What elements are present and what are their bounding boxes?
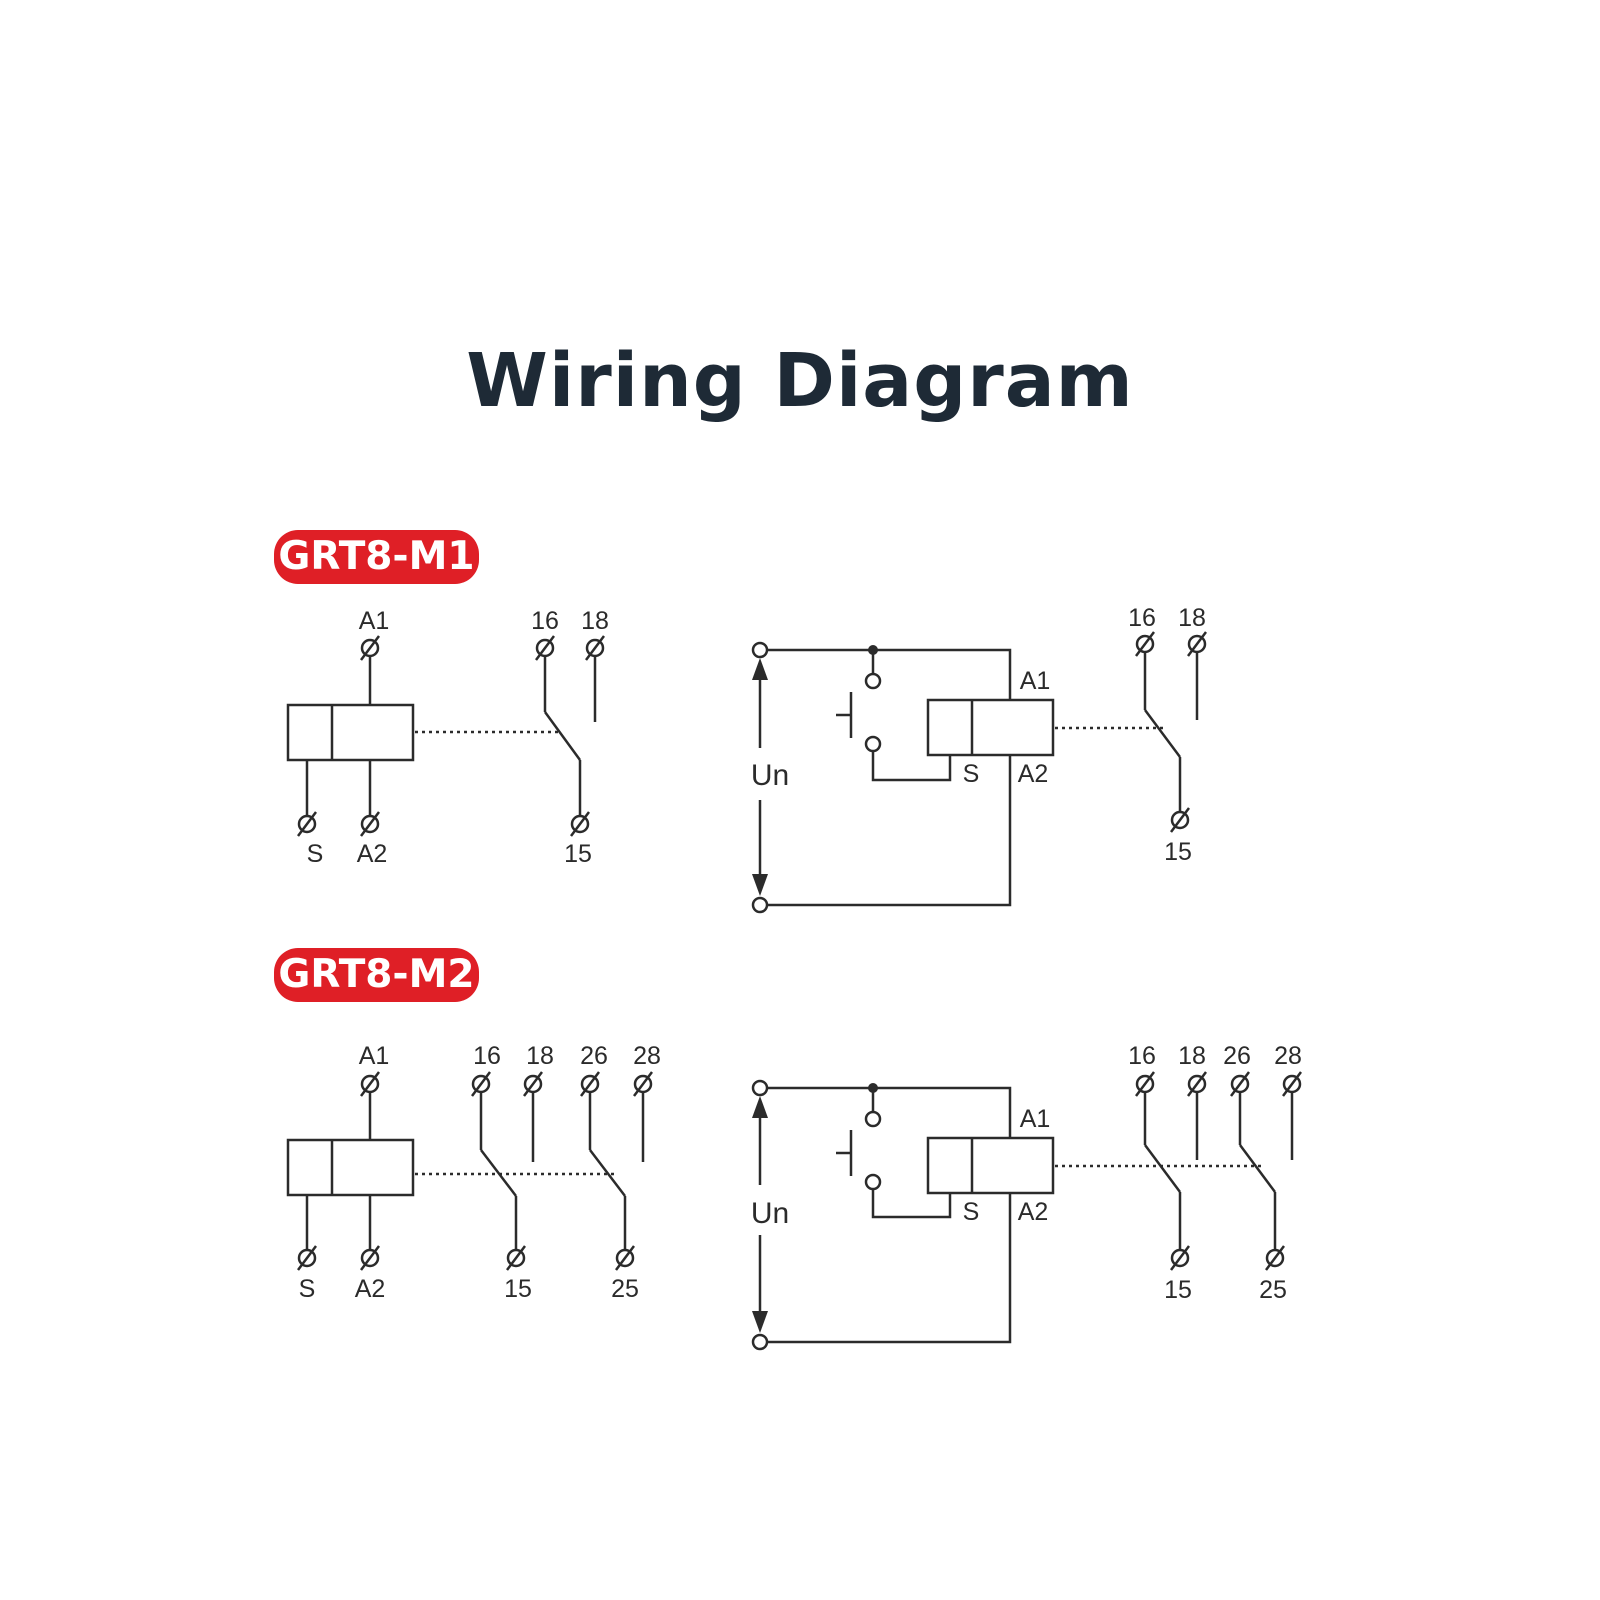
terminal-28	[632, 1070, 654, 1098]
contact-blade	[543, 711, 582, 761]
label-15: 15	[564, 840, 592, 868]
label-s: S	[963, 1198, 980, 1226]
m1-right-circuit: Un A1 S A2 16 18 15	[751, 604, 1208, 914]
label-15: 15	[504, 1275, 532, 1303]
supply-terminal	[751, 896, 769, 914]
label-28: 28	[1274, 1042, 1302, 1070]
terminal-25	[1264, 1244, 1286, 1272]
model-badge-grt8-m1: GRT8-M1	[274, 530, 479, 584]
label-18: 18	[526, 1042, 554, 1070]
relay-coil-box	[286, 703, 415, 762]
label-s: S	[307, 840, 324, 868]
terminal-25	[614, 1244, 636, 1272]
label-18: 18	[581, 607, 609, 635]
label-a2: A2	[1018, 760, 1049, 788]
label-a1: A1	[1020, 1105, 1051, 1133]
terminal-16	[1134, 1070, 1156, 1098]
label-a2: A2	[1018, 1198, 1049, 1226]
page-title: Wiring Diagram	[466, 338, 1134, 424]
label-26: 26	[580, 1042, 608, 1070]
label-16: 16	[1128, 604, 1156, 632]
relay-coil-box	[286, 1138, 415, 1197]
label-16: 16	[1128, 1042, 1156, 1070]
terminal-18	[1186, 630, 1208, 658]
label-a1: A1	[359, 1042, 390, 1070]
m2-right-circuit: Un A1 S A2 16 18 26 28 15 25	[751, 1042, 1303, 1351]
label-26: 26	[1223, 1042, 1251, 1070]
terminal-18	[1186, 1070, 1208, 1098]
terminal-16	[470, 1070, 492, 1098]
terminal-a1	[359, 1070, 381, 1098]
terminal-18	[584, 634, 606, 662]
m1-left-circuit: A1 16 18 S A2 15	[286, 607, 609, 868]
terminal-18	[522, 1070, 544, 1098]
terminal-26	[579, 1070, 601, 1098]
model-badge-grt8-m2: GRT8-M2	[274, 948, 479, 1002]
supply-terminal	[751, 1079, 769, 1097]
relay-coil-box	[926, 698, 1055, 757]
relay-coil-box	[926, 1136, 1055, 1195]
label-15: 15	[1164, 1276, 1192, 1304]
label-25: 25	[1259, 1276, 1287, 1304]
label-s: S	[963, 760, 980, 788]
terminal-15	[569, 810, 591, 838]
label-a1: A1	[359, 607, 390, 635]
label-a1: A1	[1020, 667, 1051, 695]
terminal-28	[1281, 1070, 1303, 1098]
supply-terminal	[751, 1333, 769, 1351]
terminal-s	[296, 810, 318, 838]
label-a2: A2	[357, 840, 388, 868]
label-16: 16	[531, 607, 559, 635]
terminal-15	[505, 1244, 527, 1272]
label-16: 16	[473, 1042, 501, 1070]
label-28: 28	[633, 1042, 661, 1070]
terminal-16	[1134, 630, 1156, 658]
terminal-a1	[359, 634, 381, 662]
terminal-a2	[359, 810, 381, 838]
label-un: Un	[751, 759, 789, 792]
terminal-15	[1169, 806, 1191, 834]
label-15: 15	[1164, 838, 1192, 866]
terminal-a2	[359, 1244, 381, 1272]
terminal-15	[1169, 1244, 1191, 1272]
supply-terminal	[751, 641, 769, 659]
terminal-16	[534, 634, 556, 662]
terminal-26	[1229, 1070, 1251, 1098]
label-18: 18	[1178, 1042, 1206, 1070]
label-25: 25	[611, 1275, 639, 1303]
m2-left-circuit: A1 16 18 26 28 S A2 15 25	[286, 1042, 661, 1303]
label-s: S	[299, 1275, 316, 1303]
label-18: 18	[1178, 604, 1206, 632]
terminal-s	[296, 1244, 318, 1272]
label-un: Un	[751, 1197, 789, 1230]
label-a2: A2	[355, 1275, 386, 1303]
